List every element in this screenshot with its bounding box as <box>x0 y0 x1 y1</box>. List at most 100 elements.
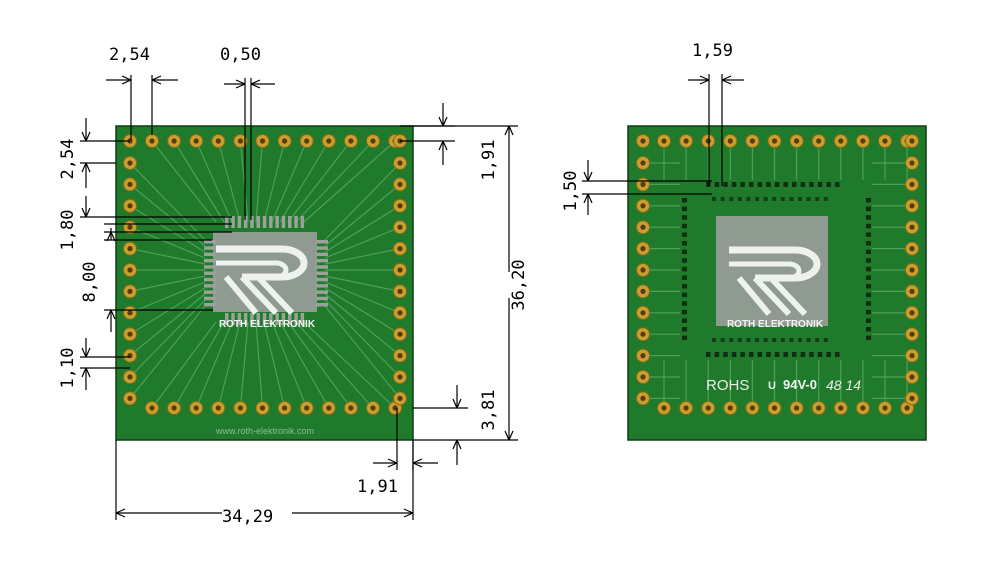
fine-pad <box>800 182 806 187</box>
fine-pad <box>682 258 687 263</box>
fine-pad <box>823 197 828 201</box>
fine-pad <box>204 290 216 294</box>
fine-pad <box>817 182 823 187</box>
fine-pad <box>783 182 788 187</box>
fine-pad <box>316 303 328 307</box>
dim-arrow <box>452 439 462 450</box>
pad-hole <box>640 374 646 380</box>
pad-hole <box>909 267 915 273</box>
dim-arrow <box>81 131 91 142</box>
fine-pad <box>835 182 840 187</box>
pad-hole <box>909 288 915 294</box>
fine-pad <box>835 352 840 357</box>
pad-hole <box>193 138 199 144</box>
fine-pad <box>723 182 728 187</box>
fine-pad <box>682 335 687 341</box>
pad-hole <box>397 160 403 166</box>
fine-pad <box>774 182 780 187</box>
dimension-lines <box>80 74 744 520</box>
front-board: ROTH ELEKTRONIK www.roth-elektronik.com <box>115 125 414 441</box>
fine-pad <box>682 309 687 315</box>
pad-hole <box>882 138 888 144</box>
fine-pad <box>866 215 871 220</box>
fine-pad <box>204 240 216 244</box>
fine-pad <box>772 197 777 201</box>
dim-arrow <box>106 231 116 242</box>
fine-pad <box>737 197 742 201</box>
logo-stroke <box>223 274 295 316</box>
trace <box>324 281 401 314</box>
fine-pad <box>204 258 216 263</box>
dim-arrow <box>115 508 126 518</box>
trace <box>255 140 264 223</box>
dim-board-width: 34,29 <box>222 507 273 527</box>
dim-arrow <box>452 398 462 409</box>
dim-pad-small: 1,10 <box>58 348 78 389</box>
pad-hole <box>705 138 711 144</box>
dim-arrow <box>504 430 514 441</box>
fine-pad <box>755 338 759 342</box>
fine-pad <box>766 182 771 187</box>
front-traces <box>129 140 401 409</box>
pad-hole <box>749 138 756 144</box>
fine-pad <box>269 216 273 228</box>
pad-hole <box>705 405 711 411</box>
pad-hole <box>640 267 646 273</box>
fine-pad <box>682 292 687 298</box>
dim-arrow <box>81 207 91 218</box>
pad-hole <box>794 405 800 411</box>
fine-pad <box>256 216 260 228</box>
fine-pad <box>225 313 229 325</box>
fine-pad <box>275 216 279 228</box>
trace <box>324 287 401 335</box>
fine-pad <box>806 338 811 342</box>
dim-arrow <box>403 508 414 518</box>
dim-back-top: 1,59 <box>692 41 733 61</box>
pad-hole <box>771 138 778 144</box>
fine-pad <box>316 240 328 244</box>
pad-hole <box>909 224 915 230</box>
dim-fine-gap: 1,80 <box>58 210 78 251</box>
pad-hole <box>370 138 376 144</box>
pad-hole <box>909 181 915 187</box>
dim-arrow <box>412 458 423 468</box>
pad-hole <box>397 353 403 359</box>
fine-pad <box>746 338 751 342</box>
fine-pad <box>712 338 716 342</box>
fine-pad <box>316 284 328 288</box>
fine-pad <box>714 182 720 187</box>
trace <box>195 140 233 223</box>
back-brand-label: ROTH ELEKTRONIK <box>727 319 824 330</box>
pad-hole <box>909 353 915 359</box>
pad-hole <box>838 138 844 144</box>
fine-pad <box>809 352 814 357</box>
trace <box>239 140 249 223</box>
pad-hole <box>304 138 310 144</box>
fine-pad <box>275 313 279 325</box>
fine-pad <box>866 301 871 306</box>
fine-pad <box>866 275 871 280</box>
trace <box>217 321 241 409</box>
pad-hole <box>860 138 866 144</box>
pad-hole <box>640 203 646 209</box>
fine-pad <box>757 352 763 357</box>
front-brand-label: ROTH ELEKTRONIK <box>219 319 316 330</box>
pad-hole <box>640 353 646 359</box>
pad-hole <box>127 203 133 209</box>
trace <box>271 321 308 409</box>
fine-pad <box>823 338 828 342</box>
fine-pad <box>731 182 737 187</box>
trace <box>129 293 206 357</box>
logo-stroke <box>216 260 289 280</box>
pad-hole <box>237 138 243 144</box>
fine-pad <box>774 352 780 357</box>
back-fine-pads <box>682 182 871 357</box>
pad-hole <box>397 395 403 401</box>
pad-hole <box>909 331 915 337</box>
pad-hole <box>661 405 667 411</box>
dim-arrow <box>699 75 710 85</box>
fine-pad <box>866 327 871 332</box>
pad-hole <box>640 224 646 230</box>
trace <box>324 183 401 247</box>
fine-pad <box>225 216 229 228</box>
